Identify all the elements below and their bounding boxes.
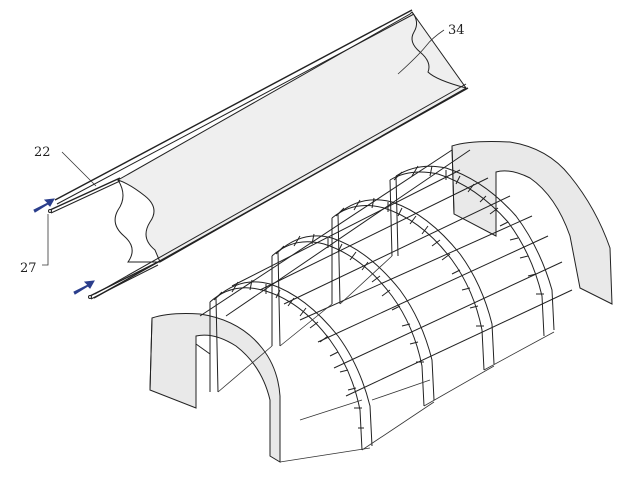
label-34: 34 (448, 23, 465, 38)
front-end-wall (149, 313, 281, 463)
cover-fabric (116, 11, 467, 263)
truss-arch-2 (271, 233, 435, 407)
insert-arrow-icon (33, 198, 55, 213)
truss-arch-4 (389, 165, 555, 337)
truss-arch-1 (209, 279, 373, 451)
back-end-wall (451, 141, 613, 305)
rod-lower (88, 261, 159, 300)
label-22: 22 (34, 145, 51, 160)
rod-upper (48, 177, 121, 214)
tent-frame (149, 141, 613, 463)
insert-arrow-icon (73, 280, 95, 295)
cover-strip (54, 9, 469, 299)
cover-top-edge (54, 9, 413, 201)
label-27: 27 (20, 261, 37, 276)
truss-arch-3 (331, 197, 495, 371)
